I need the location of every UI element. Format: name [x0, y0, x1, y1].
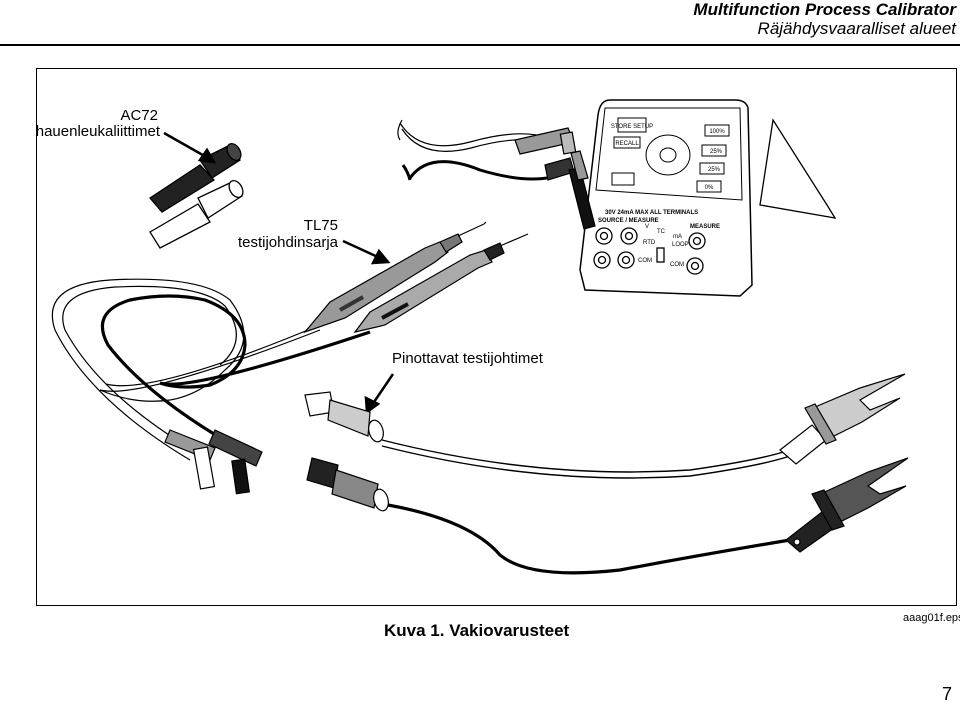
coiled-lead-plugs-icon [164, 429, 263, 495]
coiled-test-leads [51, 278, 371, 461]
store-setup-label: STORE SETUP [611, 124, 653, 130]
ac72-label-line1: AC72 [120, 107, 158, 124]
stackable-lead-black-icon [306, 457, 791, 575]
page-header-title: Multifunction Process Calibrator [693, 0, 956, 19]
page-header-subtitle: Räjähdysvaaralliset alueet [757, 19, 956, 38]
figure-caption: Kuva 1. Vakiovarusteet [384, 621, 570, 640]
device-lead-black [401, 160, 561, 181]
right-angle-plug-icon [514, 127, 596, 230]
pct100-label: 100% [709, 129, 725, 135]
com1-label: COM [638, 258, 652, 264]
rtd-label: RTD [643, 240, 656, 246]
ac72-label-line2: hauenleukaliittimet [35, 123, 160, 140]
tl75-label-line1: TL75 [303, 217, 338, 234]
figure-file-reference: aaag01f.eps [903, 612, 960, 624]
pct25-down-label: 25% [708, 167, 721, 173]
tc-label: TC [657, 229, 666, 235]
tl75-probe-black-icon [353, 233, 529, 333]
loop-label: LOOP [672, 242, 689, 248]
pointer-arrow-icon [163, 131, 395, 415]
stackable-leads-label: Pinottavat testijohtimet [392, 350, 543, 367]
alligator-clip-black-icon [149, 142, 242, 213]
max-rating-label: 30V 24mA MAX ALL TERMINALS [605, 210, 698, 216]
source-measure-label: SOURCE / MEASURE [598, 218, 659, 224]
figure-frame [36, 68, 957, 606]
pct0-label: 0% [705, 185, 714, 191]
measure-label: MEASURE [690, 224, 720, 230]
alligator-clip-dark-icon [785, 457, 909, 553]
ma-label: mA [673, 234, 682, 240]
v-label: V [645, 224, 649, 230]
page-number: 7 [942, 684, 953, 704]
tl75-label-line2: testijohdinsarja [237, 234, 338, 251]
accessories-illustration: STORE SETUP RECALL 100% 25% 25% 0% 30V 2… [51, 99, 909, 575]
calibrator-device: STORE SETUP RECALL 100% 25% 25% 0% 30V 2… [579, 99, 837, 297]
header-rule [0, 44, 960, 46]
recall-label: RECALL [615, 141, 639, 147]
alligator-clip-grey-icon [779, 373, 906, 465]
tl75-probe-grey-icon [303, 221, 487, 334]
pct25-up-label: 25% [710, 149, 723, 155]
alligator-clip-white-icon [149, 179, 244, 249]
stackable-lead-white-icon [304, 391, 791, 479]
com2-label: COM [670, 262, 684, 268]
